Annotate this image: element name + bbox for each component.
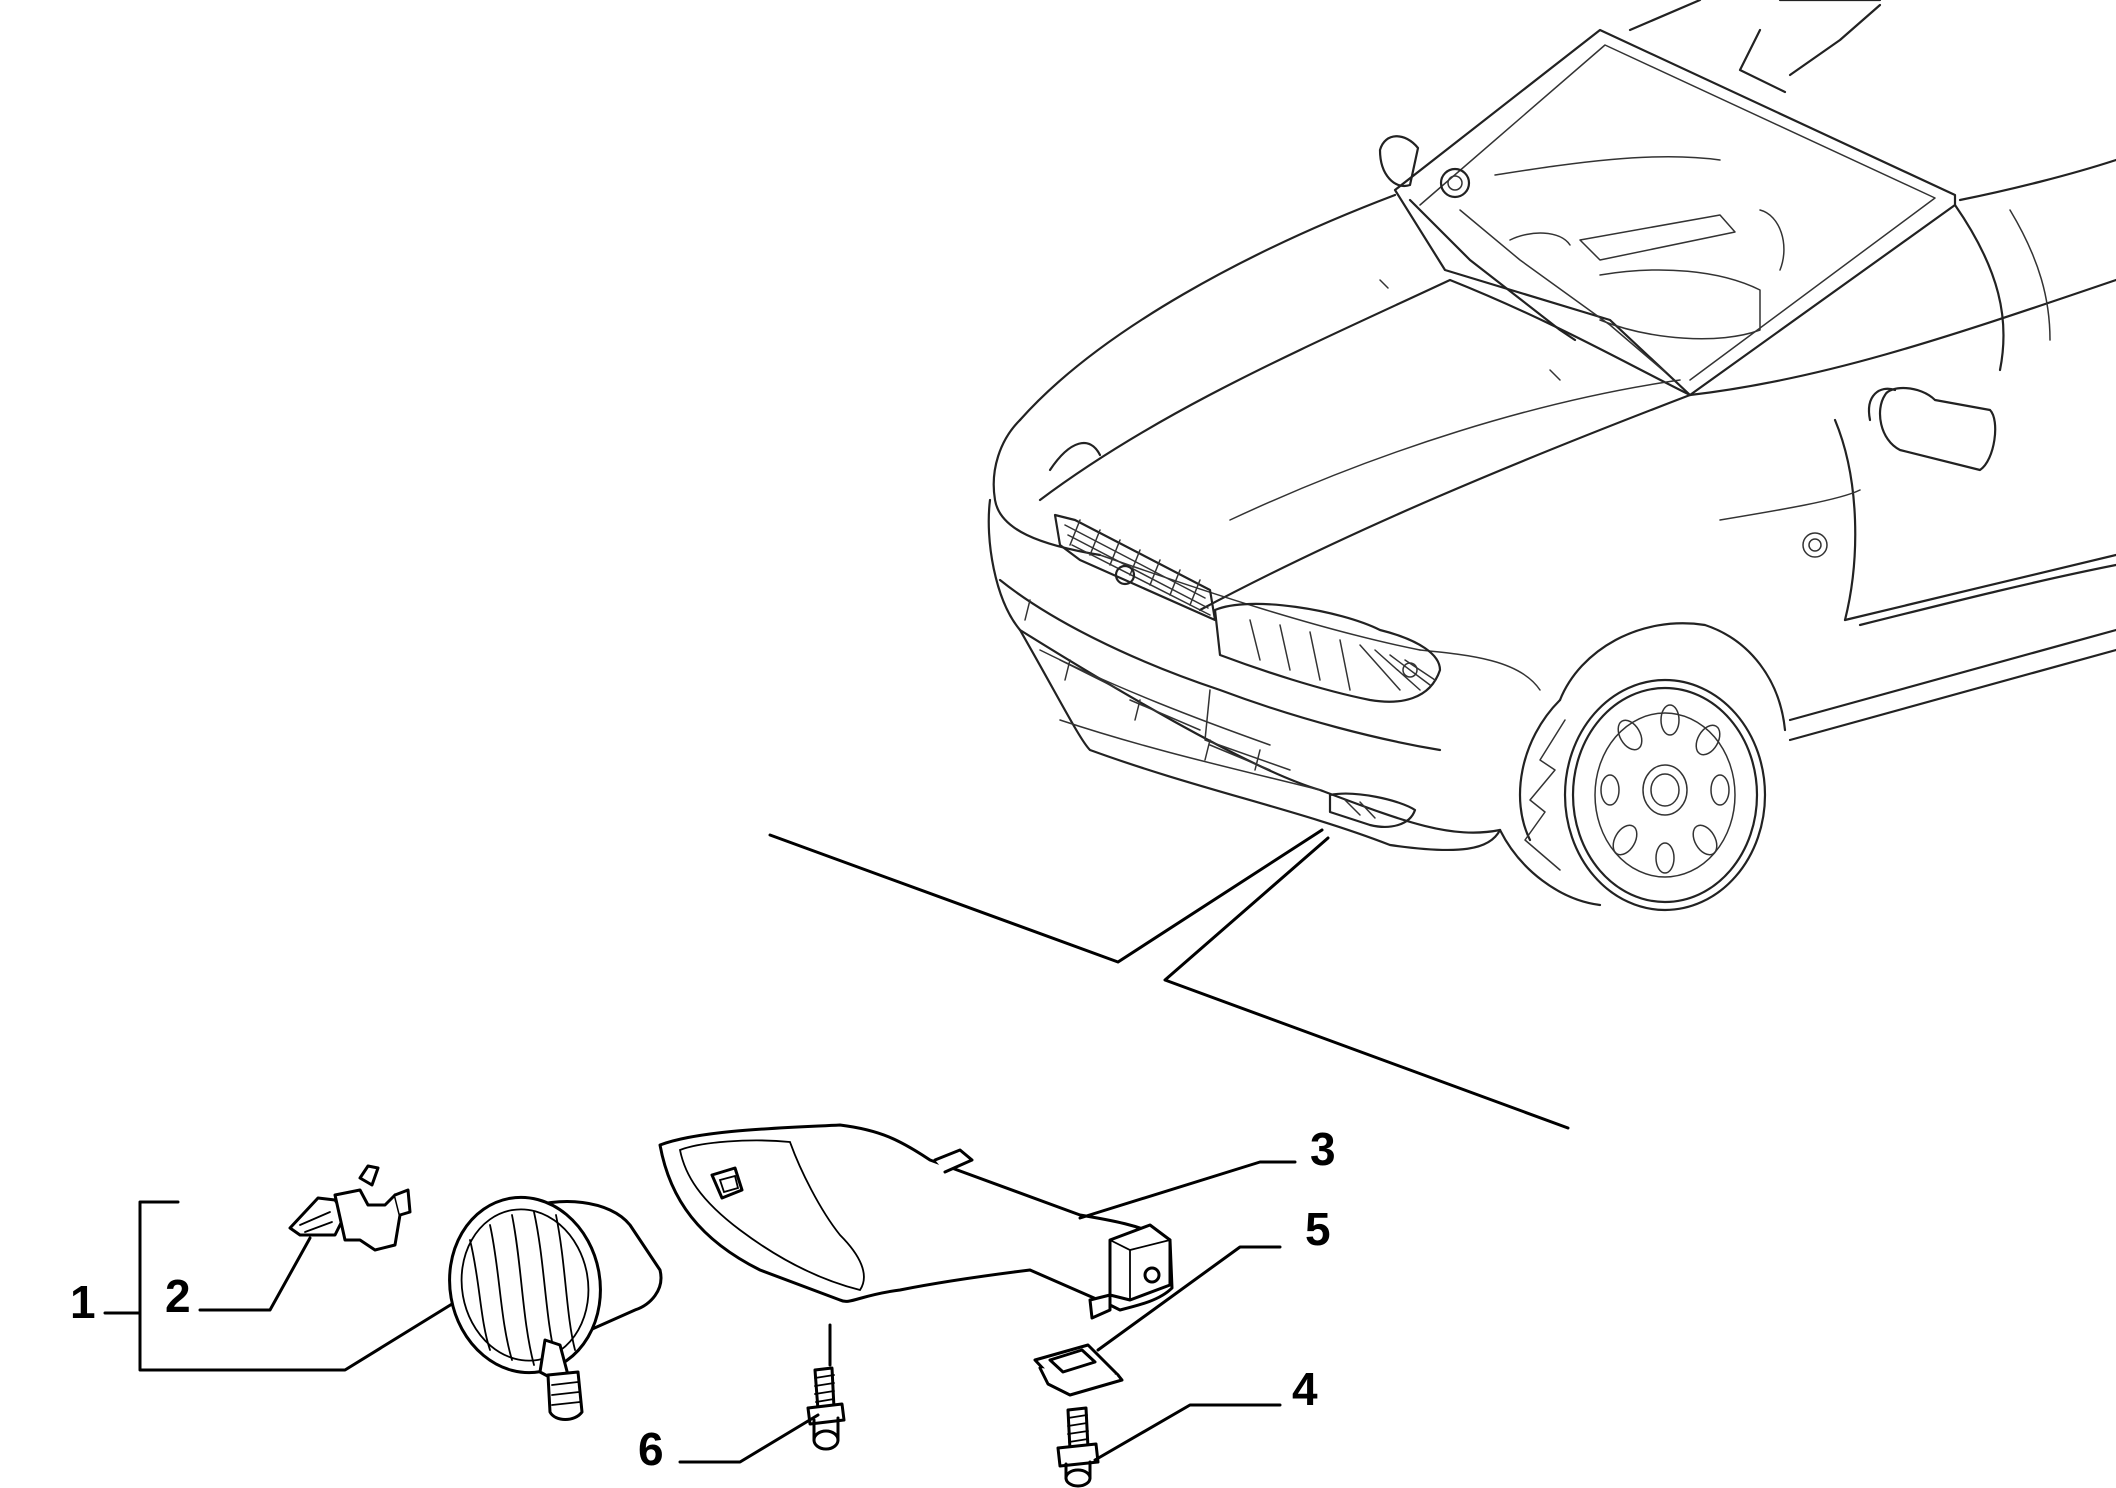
callout-5: 5 [1305,1203,1331,1255]
callout-3: 3 [1310,1123,1336,1175]
leader-4 [1093,1403,1282,1462]
leader-3 [1078,1160,1297,1220]
callout-2: 2 [165,1270,191,1322]
leader-2 [198,1236,312,1312]
callout-1: 1 [70,1276,96,1328]
location-guide-lines [768,828,1570,1130]
leader-lines [103,1160,1297,1464]
leader-6b [678,1413,820,1464]
leader-1 [138,1200,454,1372]
callout-6: 6 [638,1423,664,1475]
part-bracket [658,1123,1174,1320]
callout-labels: 1 2 3 5 4 6 [70,1123,1336,1475]
part-bulb [288,1164,412,1252]
part-screw-6 [806,1366,846,1451]
part-fog-lamp [448,1195,663,1421]
leader-5 [1096,1245,1282,1352]
part-screw-4 [1056,1406,1100,1488]
part-clip [1033,1343,1124,1397]
callout-4: 4 [1292,1363,1318,1415]
car-illustration [987,0,2116,912]
